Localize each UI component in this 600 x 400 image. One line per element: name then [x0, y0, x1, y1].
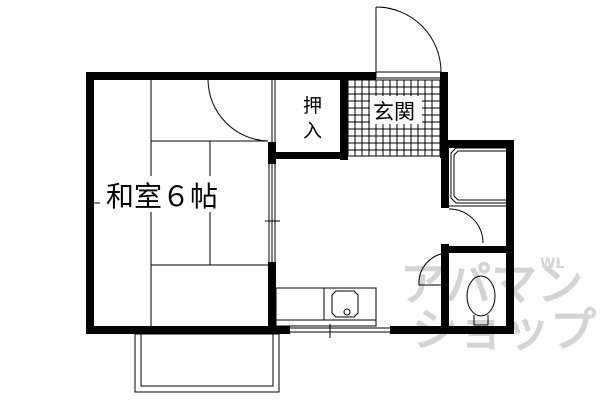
sink-icon [331, 290, 359, 318]
genkan-label-bg [370, 96, 422, 124]
watermark: アパマン ショップ WL [400, 256, 596, 357]
kitchen-window [290, 324, 390, 338]
balcony [134, 333, 280, 393]
oshiire-label-1: 押 [303, 95, 322, 117]
washitsu-label-bg [104, 176, 250, 212]
watermark-line1: アパマン [400, 257, 583, 311]
genkan-label: 玄関 [373, 100, 415, 124]
bathtub [448, 147, 514, 244]
kitchen [275, 287, 377, 327]
toilet [418, 252, 496, 326]
sliding-door [265, 164, 280, 262]
watermark-side: WL [540, 256, 564, 272]
entry-door [375, 6, 442, 79]
oshiire-label-2: 入 [303, 120, 322, 142]
oshiire-lines [271, 80, 276, 142]
washitsu-label: 和室６帖 [106, 180, 218, 213]
walls [86, 72, 514, 334]
